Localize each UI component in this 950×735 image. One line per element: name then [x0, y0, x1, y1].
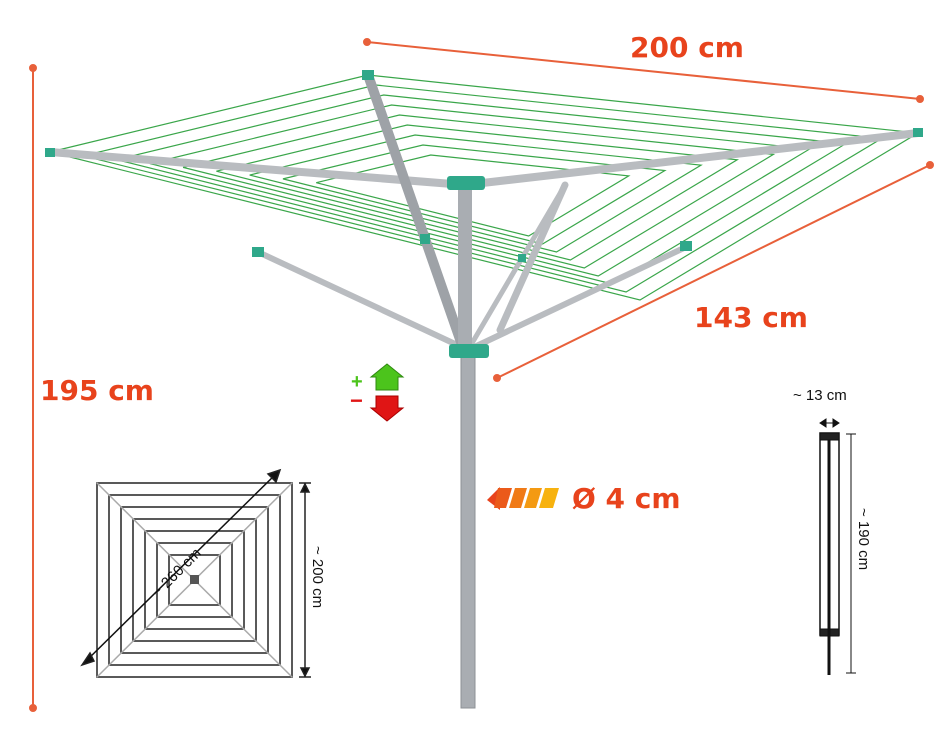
- line-square: [156, 542, 233, 618]
- arm-length-label: 143 cm: [694, 301, 808, 334]
- folded-view-drawing: [819, 418, 856, 675]
- width-label: 200 cm: [630, 31, 744, 64]
- line-square: [132, 518, 257, 642]
- height-adjust-icon: + −: [350, 363, 405, 422]
- clothes-line: [316, 154, 631, 237]
- top-view-drawing: [80, 468, 311, 678]
- clothes-line: [182, 114, 776, 269]
- clothes-line: [216, 124, 740, 261]
- connectors: [45, 70, 923, 358]
- line-square: [96, 482, 293, 678]
- minus-sign: −: [350, 388, 363, 413]
- arm-dimension-line: [496, 164, 931, 379]
- arrow-up-icon: [369, 363, 405, 391]
- clothes-line: [83, 84, 884, 293]
- side-label: ~ 200 cm: [309, 546, 326, 608]
- line-square: [108, 494, 281, 666]
- width-dimension-line: [366, 41, 921, 100]
- line-square: [144, 530, 245, 630]
- height-label: 195 cm: [40, 374, 154, 407]
- folded-width-label: ~ 13 cm: [793, 387, 847, 404]
- clothes-line: [249, 134, 703, 253]
- clothes-lines: [49, 74, 920, 301]
- arrow-down-icon: [369, 395, 405, 422]
- pole: [460, 349, 476, 709]
- arm-front: [363, 70, 467, 350]
- plus-sign: +: [351, 371, 363, 393]
- folded-length-label: ~ 190 cm: [855, 508, 872, 570]
- line-square: [120, 506, 269, 654]
- dryer-frame: [46, 70, 922, 709]
- pole-arrow-icon: [487, 487, 559, 510]
- arm-right: [461, 129, 922, 189]
- clothes-line: [282, 144, 667, 245]
- arm-left: [46, 148, 469, 189]
- dimension-lines: [29, 38, 934, 712]
- clothes-line: [49, 74, 920, 301]
- clothes-line: [149, 104, 812, 277]
- pole-diameter-label: Ø 4 cm: [572, 482, 681, 515]
